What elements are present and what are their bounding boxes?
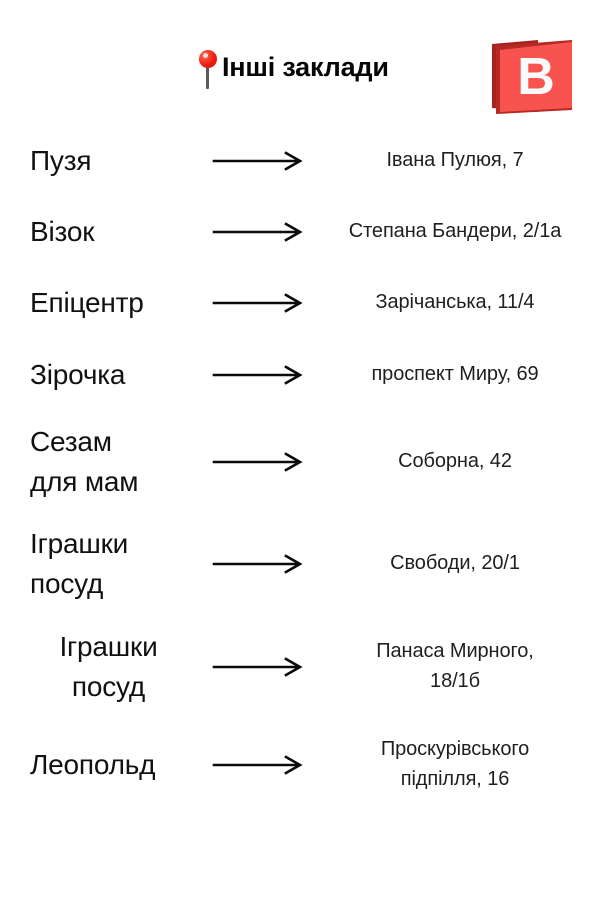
- venue-address: Зарічанська, 11/4: [375, 290, 535, 313]
- table-row: Візок Степана Бандери, 2/1а: [0, 196, 600, 267]
- venues-list: Пузя Івана Пулюя, 7 Візок Степана Бандер…: [0, 125, 600, 811]
- venue-name: Пузя: [30, 144, 92, 176]
- page-header: Інші заклади B: [0, 0, 600, 118]
- page-title: Інші заклади: [222, 51, 389, 82]
- right-arrow-icon: [205, 552, 310, 576]
- venue-address: Степана Бандери, 2/1а: [348, 219, 562, 242]
- venue-address: Панаса Мирного, 18/1б: [376, 640, 534, 692]
- table-row: Іграшки посуд Свободи, 20/1: [0, 512, 600, 615]
- svg-text:B: B: [517, 48, 555, 106]
- map-pin-icon: [196, 49, 220, 89]
- right-arrow-icon: [205, 363, 310, 387]
- header-title-group: Інші заклади: [196, 45, 389, 89]
- table-row: Сезам для мам Соборна, 42: [0, 412, 600, 512]
- venue-address: проспект Миру, 69: [371, 363, 539, 386]
- venue-name: Іграшки посуд: [59, 631, 158, 702]
- venue-address: Соборна, 42: [398, 450, 512, 473]
- venue-address: Свободи, 20/1: [390, 551, 520, 574]
- table-row: Леопольд Проскурівського підпілля, 16: [0, 719, 600, 811]
- table-row: Зірочка проспект Миру, 69: [0, 338, 600, 412]
- venue-name: Сезам для мам: [30, 426, 139, 497]
- venue-address: Проскурівського підпілля, 16: [380, 738, 530, 790]
- venue-name: Епіцентр: [30, 286, 144, 318]
- venue-name: Візок: [30, 215, 95, 247]
- right-arrow-icon: [205, 291, 310, 315]
- venue-name: Іграшки посуд: [30, 527, 129, 599]
- venue-address: Івана Пулюя, 7: [386, 148, 524, 171]
- brand-logo-b-icon: B: [486, 38, 578, 118]
- right-arrow-icon: [205, 753, 310, 777]
- right-arrow-icon: [205, 450, 310, 474]
- right-arrow-icon: [205, 220, 310, 244]
- table-row: Епіцентр Зарічанська, 11/4: [0, 267, 600, 338]
- table-row: Іграшки посуд Панаса Мирного, 18/1б: [0, 615, 600, 719]
- right-arrow-icon: [205, 655, 310, 679]
- venue-name: Зірочка: [30, 359, 126, 391]
- right-arrow-icon: [205, 149, 310, 173]
- venue-name: Леопольд: [30, 749, 156, 781]
- table-row: Пузя Івана Пулюя, 7: [0, 125, 600, 196]
